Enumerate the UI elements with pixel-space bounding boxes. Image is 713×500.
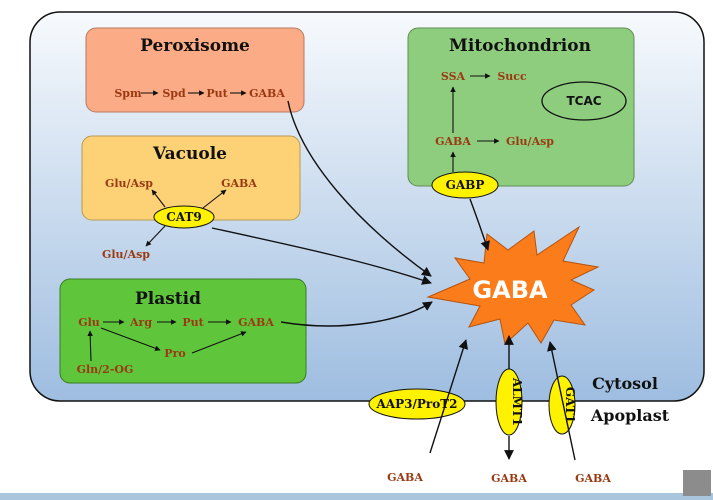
gat1-transporter: [548, 375, 576, 435]
peroxisome-compartment: Peroxisome Spm Spd Put GABA: [85, 27, 305, 113]
plastid-compartment: Plastid Glu Arg Put GABA Pro Gln/2-OG: [59, 278, 307, 384]
metabolite-pro: Pro: [164, 347, 185, 360]
arrow-aap3-import: [429, 339, 468, 454]
arrow-vacuole-to-gaba: [211, 227, 432, 285]
metabolite-gln-2og: Gln/2-OG: [77, 363, 134, 376]
apoplast-label: Apoplast: [590, 406, 670, 425]
arrow: [202, 189, 227, 209]
tcac-label: TCAC: [566, 94, 601, 108]
central-gaba-label: GABA: [472, 276, 548, 304]
mitochondrion-title: Mitochondrion: [449, 36, 591, 56]
peroxisome-title: Peroxisome: [140, 36, 250, 56]
metabolite-arg: Arg: [129, 316, 152, 329]
metabolite-spd: Spd: [162, 87, 186, 100]
arrow: [151, 189, 166, 208]
cytosol-label: Cytosol: [592, 374, 658, 393]
arrow-peroxisome-to-gaba: [287, 100, 432, 277]
plastid-title: Plastid: [135, 289, 201, 309]
mitochondrion-compartment: Mitochondrion SSA Succ TCAC GABA Glu/Asp: [407, 27, 635, 187]
gabp-transporter: [431, 171, 499, 199]
arrow: [100, 327, 161, 351]
aap3-prot2-label: AAP3/ProT2: [375, 397, 457, 411]
apoplast-gaba-right: GABA: [575, 472, 611, 485]
metabolite-glu-asp: Glu/Asp: [105, 177, 153, 190]
arrow: [87, 330, 93, 362]
metabolite-gaba: GABA: [249, 87, 285, 100]
aap3-prot2-transporter: [368, 388, 466, 420]
vacuole-title: Vacuole: [152, 144, 227, 164]
central-gaba-star: [426, 225, 600, 345]
metabolite-put: Put: [182, 316, 204, 329]
corner-widget[interactable]: [683, 470, 711, 496]
metabolite-succ: Succ: [497, 70, 527, 83]
apoplast-gaba-left: GABA: [387, 471, 423, 484]
metabolite-gaba: GABA: [221, 177, 257, 190]
gat1-label: GAT1: [563, 387, 577, 423]
gabp-label: GABP: [446, 178, 485, 192]
apoplast-gaba-middle: GABA: [491, 472, 527, 485]
metabolite-glu-asp: Glu/Asp: [506, 135, 554, 148]
metabolite-glu: Glu: [78, 316, 100, 329]
almt1-label: ALMT1: [510, 377, 524, 426]
arrow: [191, 331, 247, 354]
bottom-bar: [0, 493, 713, 500]
arrow-gat1-import: [547, 341, 576, 461]
vacuole-compartment: Vacuole Glu/Asp GABA: [81, 135, 301, 221]
metabolite-spm: Spm: [114, 87, 142, 100]
tcac-cycle: [541, 81, 627, 121]
arrow-mitochondrion-to-gaba: [469, 198, 490, 251]
metabolite-gaba: GABA: [238, 316, 274, 329]
metabolite-put: Put: [206, 87, 228, 100]
cat9-transporter: [153, 205, 215, 229]
arrow-plastid-to-gaba: [280, 301, 433, 327]
metabolite-ssa: SSA: [441, 70, 466, 83]
metabolite-glu-asp-lower: Glu/Asp: [102, 248, 150, 261]
arrow: [145, 225, 166, 247]
metabolite-gaba: GABA: [435, 135, 471, 148]
cat9-label: CAT9: [166, 210, 201, 224]
